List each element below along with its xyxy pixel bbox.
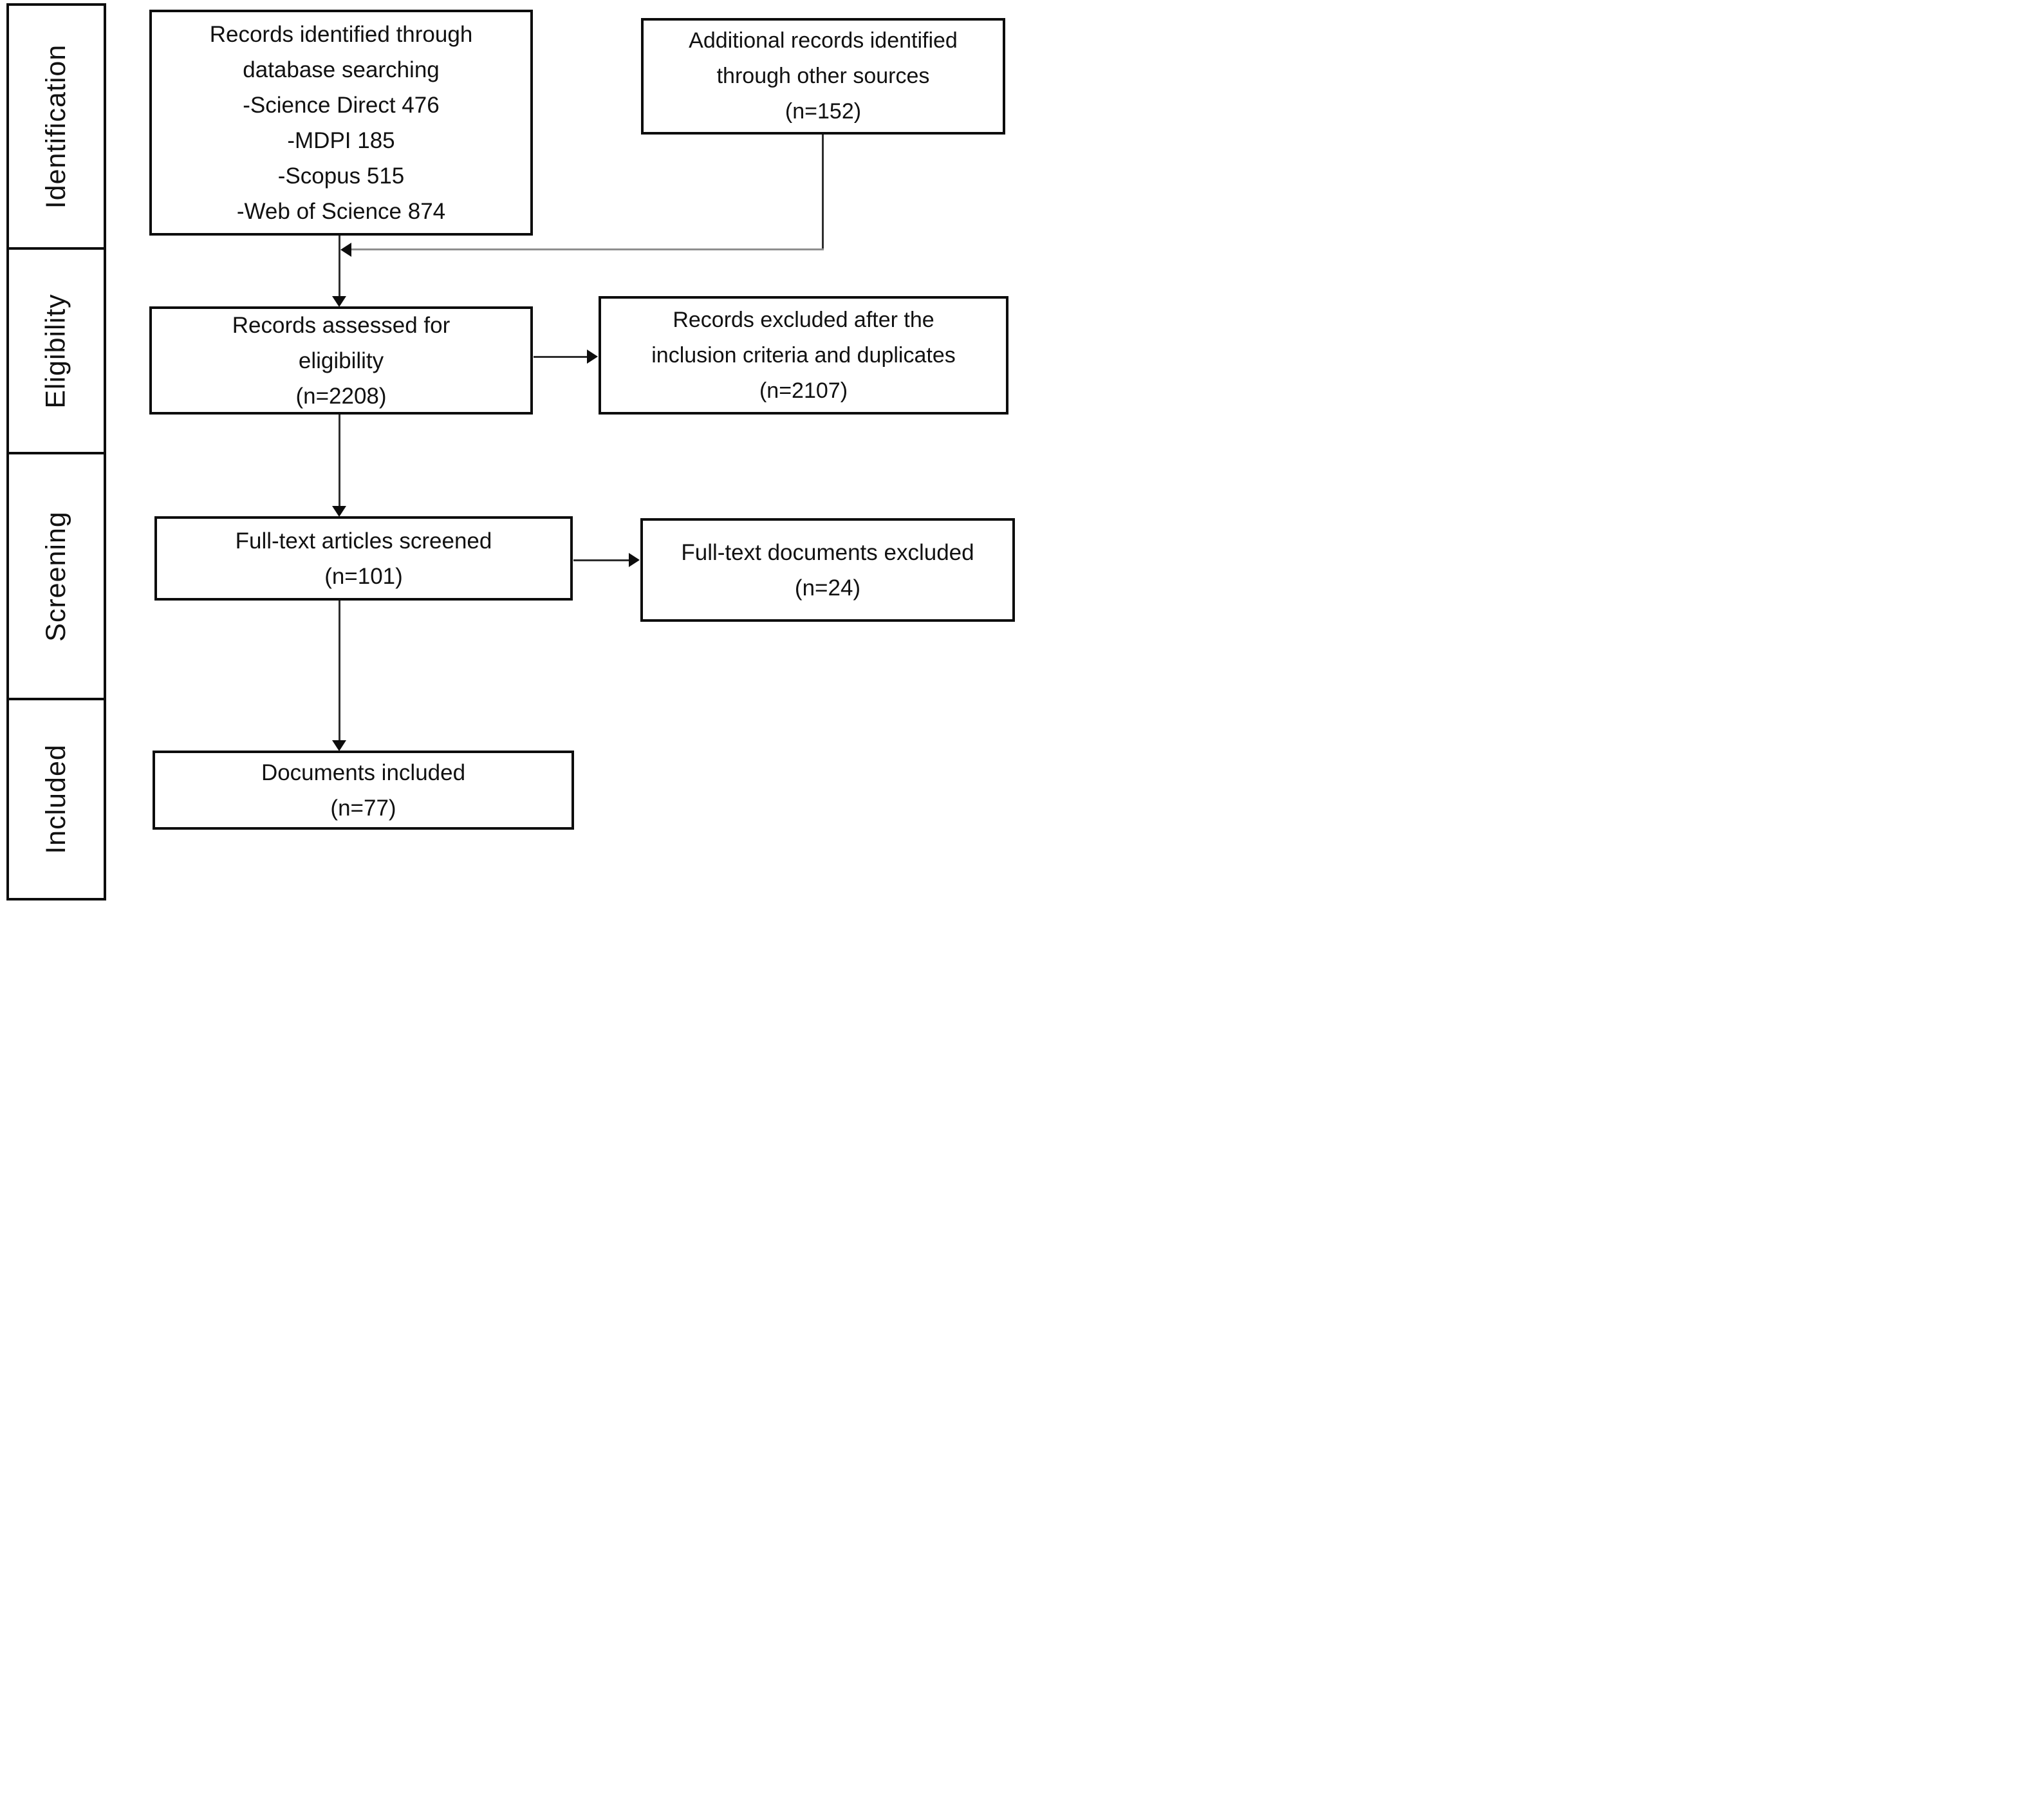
- box-fulltext-screened: Full-text articles screened (n=101): [154, 516, 573, 601]
- arrow-right-icon: [629, 553, 640, 567]
- box-line: (n=101): [324, 563, 403, 589]
- box-line: (n=24): [794, 575, 861, 601]
- box-additional-records: Additional records identified through ot…: [641, 18, 1005, 135]
- stage-included-label: Included: [41, 744, 72, 854]
- box-records-identified: Records identified through database sear…: [149, 10, 533, 236]
- connector-screened-to-included: [339, 601, 340, 741]
- box-line: Records assessed for: [232, 312, 451, 338]
- arrow-left-icon: [340, 243, 351, 257]
- prisma-flow-diagram: Identification Eligibility Screening Inc…: [0, 0, 1022, 905]
- box-line: inclusion criteria and duplicates: [651, 342, 956, 368]
- arrow-right-icon: [587, 350, 598, 364]
- arrow-down-icon: [332, 740, 346, 751]
- box-line: Documents included: [261, 760, 466, 785]
- box-records-assessed: Records assessed for eligibility (n=2208…: [149, 306, 533, 415]
- arrow-down-icon: [332, 506, 346, 517]
- box-line: Records excluded after the: [673, 307, 934, 332]
- box-line: -MDPI 185: [287, 127, 395, 153]
- connector-assessed-to-excluded: [534, 356, 588, 358]
- box-documents-included: Documents included (n=77): [153, 751, 574, 830]
- box-line: (n=2208): [295, 383, 387, 409]
- box-line: -Scopus 515: [277, 163, 405, 189]
- box-line: -Science Direct 476: [243, 92, 440, 118]
- box-line: (n=152): [785, 99, 862, 124]
- stage-eligibility-label: Eligibility: [41, 293, 71, 409]
- stage-screening: Screening: [6, 452, 106, 700]
- box-line: through other sources: [716, 64, 930, 88]
- box-line: (n=2107): [759, 378, 848, 403]
- stage-identification-label: Identification: [41, 44, 71, 209]
- box-line: Full-text articles screened: [235, 528, 492, 554]
- box-line: Additional records identified: [689, 28, 958, 53]
- connector-screened-to-ftexcluded: [573, 559, 629, 561]
- connector-identified-to-assessed: [339, 236, 340, 298]
- stage-included: Included: [6, 698, 106, 900]
- connector-additional-stem: [822, 135, 824, 250]
- box-line: (n=77): [330, 795, 396, 821]
- connector-assessed-to-screened: [339, 415, 340, 507]
- box-records-excluded: Records excluded after the inclusion cri…: [599, 296, 1008, 415]
- box-line: Records identified through: [209, 21, 473, 47]
- box-fulltext-excluded: Full-text documents excluded (n=24): [640, 518, 1015, 622]
- box-line: Full-text documents excluded: [681, 539, 974, 565]
- box-line: eligibility: [298, 348, 384, 373]
- box-line: database searching: [243, 57, 440, 82]
- arrow-down-icon: [332, 296, 346, 307]
- box-line: -Web of Science 874: [236, 198, 446, 224]
- stage-eligibility: Eligibility: [6, 247, 106, 454]
- stage-screening-label: Screening: [41, 510, 72, 642]
- stage-identification: Identification: [6, 3, 106, 250]
- connector-additional-to-mainline: [351, 248, 824, 250]
